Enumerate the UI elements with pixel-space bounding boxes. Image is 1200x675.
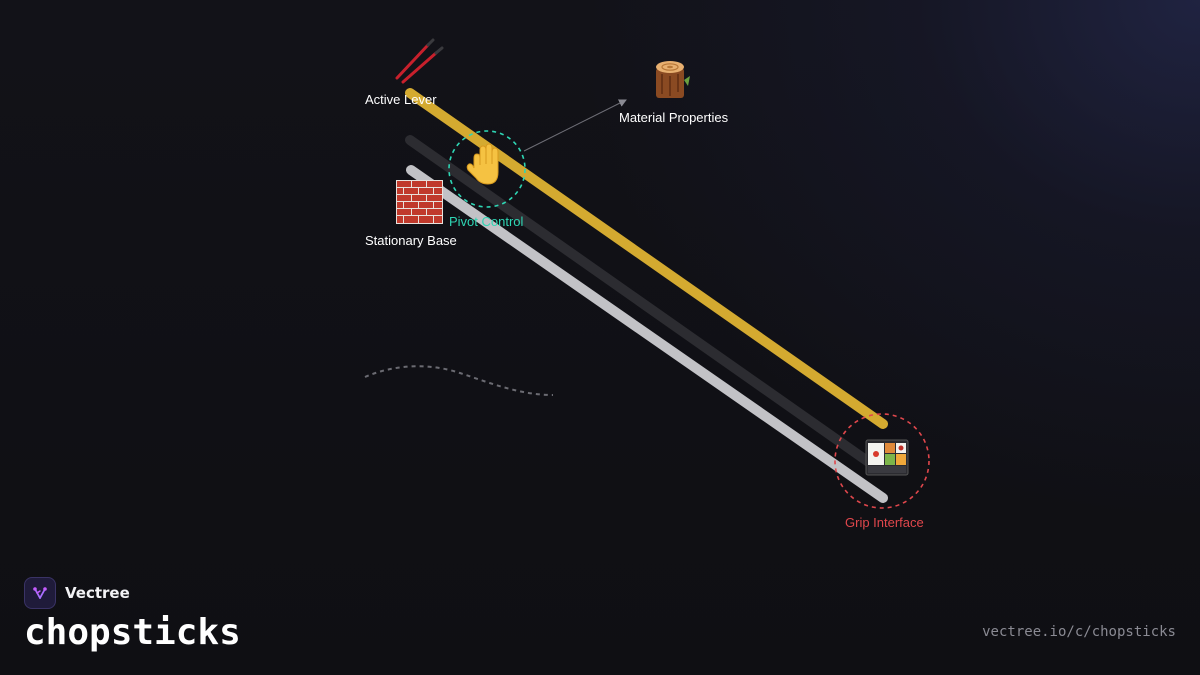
brand: Vectree	[24, 577, 130, 609]
brand-name: Vectree	[65, 584, 130, 602]
material-properties-label: Material Properties	[619, 110, 729, 125]
page-title: chopsticks	[24, 612, 241, 653]
chopsticks-icon	[395, 38, 444, 84]
base-stick	[406, 165, 888, 503]
middle-stick	[405, 135, 885, 475]
page-url[interactable]: vectree.io/c/chopsticks	[982, 624, 1176, 640]
pivot-ring	[448, 130, 526, 208]
grip-interface-label: Grip Interface	[845, 515, 924, 530]
decorative-dashed-curve	[364, 365, 554, 396]
wood-icon	[656, 61, 690, 98]
active-stick	[405, 88, 888, 429]
grip-ring	[834, 413, 930, 509]
brick-icon	[396, 180, 443, 224]
vectree-logo-icon	[24, 577, 56, 609]
bento-box-icon	[865, 439, 909, 476]
material-arrow	[523, 99, 627, 152]
stationary-base-label: Stationary Base	[365, 233, 457, 248]
raised-hand-icon	[466, 143, 499, 185]
active-lever-label: Active Lever	[365, 92, 437, 107]
pivot-control-label: Pivot Control	[449, 214, 524, 229]
